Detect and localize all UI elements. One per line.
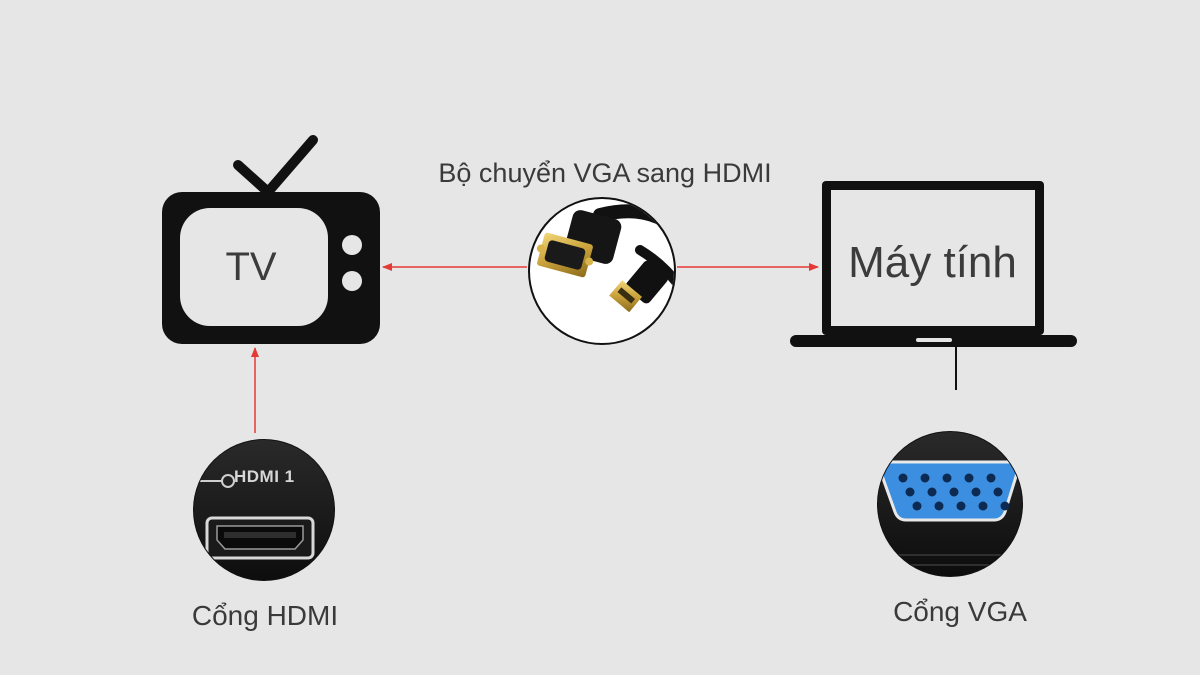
vga-pin — [971, 487, 981, 497]
vga-pin — [920, 473, 930, 483]
hdmi-port-text: HDMI 1 — [234, 467, 295, 486]
vga-pin — [949, 487, 959, 497]
vga-pin — [934, 501, 944, 511]
hdmi-port-image — [193, 439, 335, 581]
vga-pin — [1000, 501, 1010, 511]
vga-pin — [956, 501, 966, 511]
vga-pin — [912, 501, 922, 511]
vga-pin — [964, 473, 974, 483]
vga-port-image — [877, 431, 1023, 577]
hdmi-port-caption: Cổng HDMI — [191, 600, 339, 631]
tv-icon — [162, 135, 380, 344]
vga-pin — [942, 473, 952, 483]
adapter-image — [528, 197, 676, 345]
tv-label: TV — [225, 245, 277, 289]
vga-pin — [905, 487, 915, 497]
vga-pin — [993, 487, 1003, 497]
computer-label: Máy tính — [848, 238, 1017, 287]
vga-pin — [898, 473, 908, 483]
laptop-icon — [790, 181, 1077, 347]
adapter-label: Bộ chuyển VGA sang HDMI — [438, 158, 772, 188]
vga-pin — [927, 487, 937, 497]
vga-port-caption: Cổng VGA — [893, 596, 1027, 627]
vga-pin — [978, 501, 988, 511]
vga-pin — [986, 473, 996, 483]
